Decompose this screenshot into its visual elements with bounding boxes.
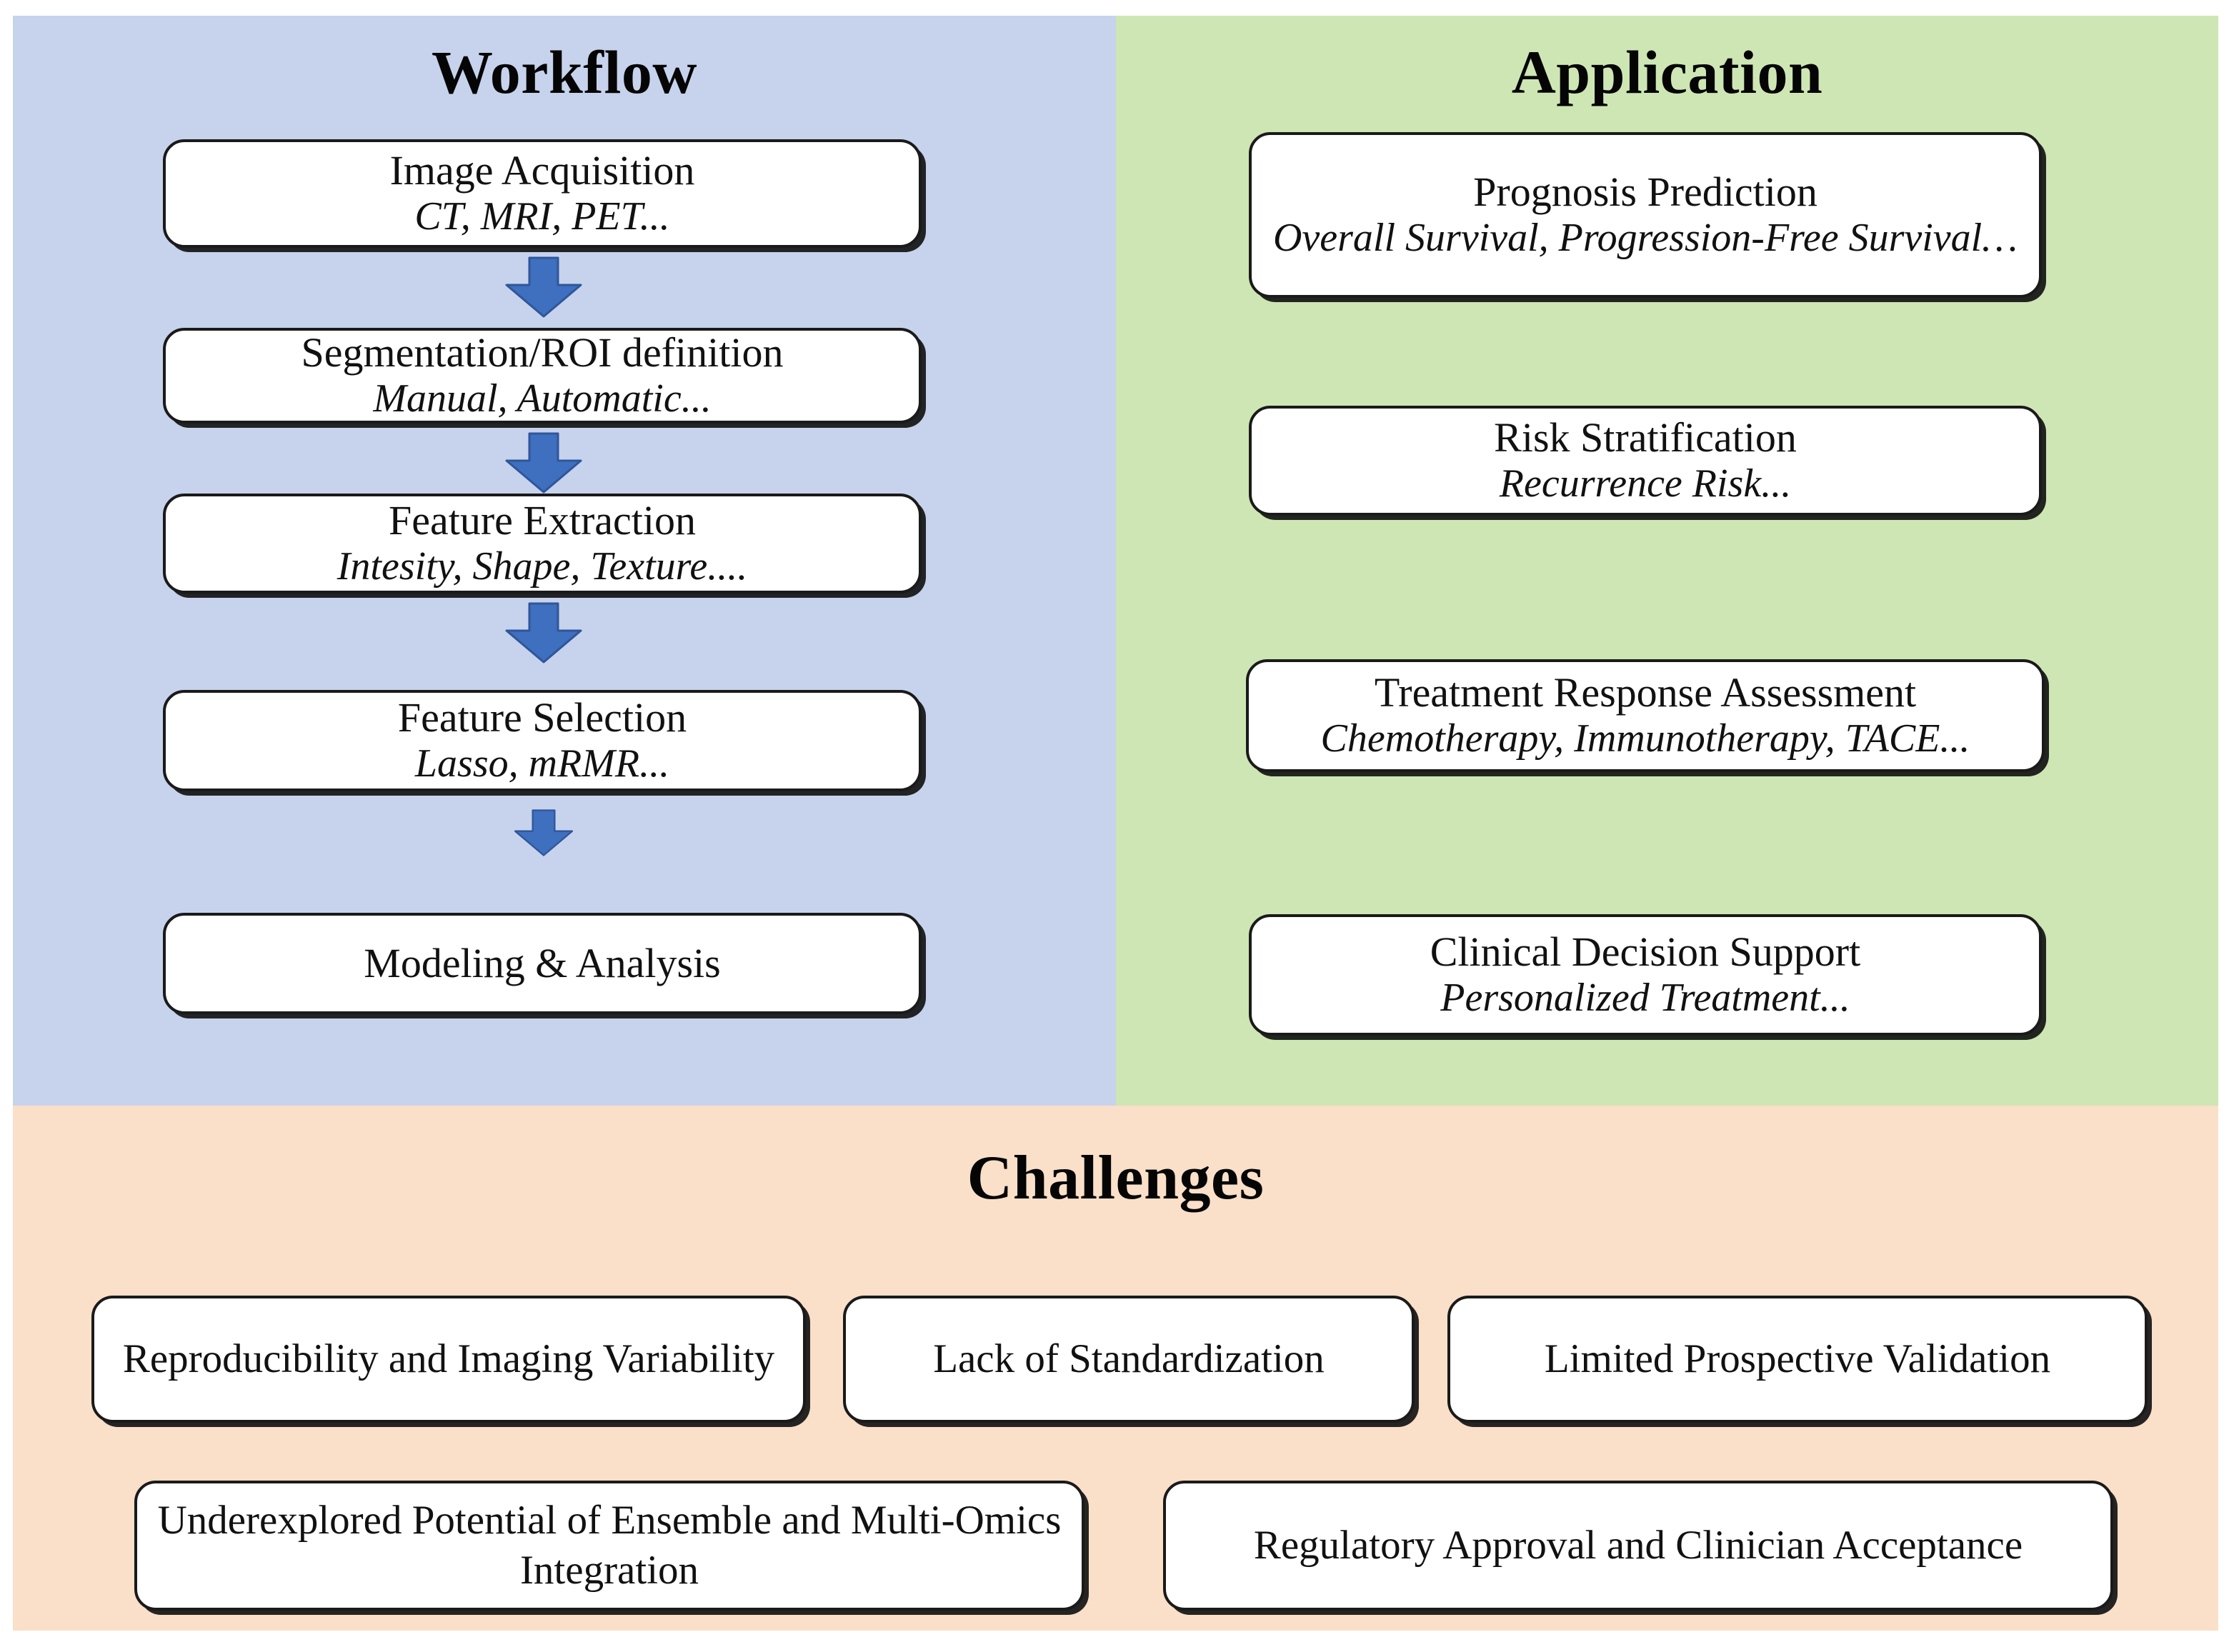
challenge-item-5-label: Regulatory Approval and Clinician Accept… xyxy=(1253,1523,2023,1568)
down-arrow-icon xyxy=(505,432,582,494)
workflow-step-5-primary: Modeling & Analysis xyxy=(364,939,721,986)
challenge-item-regulatory-approval-and-clinician-acceptance[interactable]: Regulatory Approval and Clinician Accept… xyxy=(1163,1481,2113,1611)
application-panel: Application Prognosis Prediction Overall… xyxy=(1116,16,2218,1106)
challenge-item-3-label: Limited Prospective Validation xyxy=(1544,1336,2051,1382)
application-item-treatment-response-assessment[interactable]: Treatment Response Assessment Chemothera… xyxy=(1246,659,2045,772)
challenges-panel-title: Challenges xyxy=(967,1143,1265,1213)
workflow-step-1-primary: Image Acquisition xyxy=(389,147,695,194)
workflow-step-feature-extraction[interactable]: Feature Extraction Intesity, Shape, Text… xyxy=(163,494,922,594)
application-item-3-secondary: Chemotherapy, Immunotherapy, TACE... xyxy=(1320,716,1970,761)
application-panel-title: Application xyxy=(1511,38,1823,106)
challenge-item-limited-prospective-validation[interactable]: Limited Prospective Validation xyxy=(1447,1296,2148,1423)
workflow-step-segmentation-roi-definition[interactable]: Segmentation/ROI definition Manual, Auto… xyxy=(163,328,922,424)
application-item-4-secondary: Personalized Treatment... xyxy=(1440,976,1850,1021)
workflow-step-3-primary: Feature Extraction xyxy=(389,497,696,544)
application-item-prognosis-prediction[interactable]: Prognosis Prediction Overall Survival, P… xyxy=(1249,132,2042,298)
challenge-item-4-label: Underexplored Potential of Ensemble and … xyxy=(157,1498,1062,1593)
workflow-panel-title: Workflow xyxy=(432,38,697,106)
application-item-1-primary: Prognosis Prediction xyxy=(1473,169,1817,216)
application-item-1-secondary: Overall Survival, Progression-Free Survi… xyxy=(1272,216,2018,261)
down-arrow-icon xyxy=(514,809,574,856)
application-item-2-primary: Risk Stratification xyxy=(1494,414,1797,461)
application-item-3-primary: Treatment Response Assessment xyxy=(1374,669,1917,716)
workflow-step-2-secondary: Manual, Automatic... xyxy=(373,376,712,421)
challenge-item-lack-of-standardization[interactable]: Lack of Standardization xyxy=(843,1296,1415,1423)
workflow-step-image-acquisition[interactable]: Image Acquisition CT, MRI, PET... xyxy=(163,139,922,248)
challenges-panel: Challenges Reproducibility and Imaging V… xyxy=(13,1106,2218,1631)
down-arrow-icon xyxy=(505,256,582,318)
down-arrow-icon xyxy=(505,602,582,664)
diagram-canvas: Workflow Image Acquisition CT, MRI, PET.… xyxy=(13,16,2218,1631)
challenge-item-1-label: Reproducibility and Imaging Variability xyxy=(122,1336,775,1382)
application-item-clinical-decision-support[interactable]: Clinical Decision Support Personalized T… xyxy=(1249,914,2042,1036)
workflow-step-feature-selection[interactable]: Feature Selection Lasso, mRMR... xyxy=(163,690,922,791)
workflow-step-3-secondary: Intesity, Shape, Texture.... xyxy=(336,544,748,589)
application-item-2-secondary: Recurrence Risk... xyxy=(1499,461,1792,506)
workflow-panel: Workflow Image Acquisition CT, MRI, PET.… xyxy=(13,16,1116,1106)
challenge-item-reproducibility-and-imaging-variability[interactable]: Reproducibility and Imaging Variability xyxy=(91,1296,806,1423)
workflow-step-4-secondary: Lasso, mRMR... xyxy=(414,741,670,786)
application-item-4-primary: Clinical Decision Support xyxy=(1430,928,1861,976)
workflow-step-1-secondary: CT, MRI, PET... xyxy=(414,194,670,239)
workflow-step-4-primary: Feature Selection xyxy=(397,694,687,741)
challenge-item-underexplored-potential-of-ensemble-and-multi-omics-integration[interactable]: Underexplored Potential of Ensemble and … xyxy=(134,1481,1084,1611)
application-item-risk-stratification[interactable]: Risk Stratification Recurrence Risk... xyxy=(1249,406,2042,516)
workflow-step-modeling-and-analysis[interactable]: Modeling & Analysis xyxy=(163,913,922,1014)
workflow-step-2-primary: Segmentation/ROI definition xyxy=(301,329,784,376)
challenge-item-2-label: Lack of Standardization xyxy=(933,1336,1325,1382)
